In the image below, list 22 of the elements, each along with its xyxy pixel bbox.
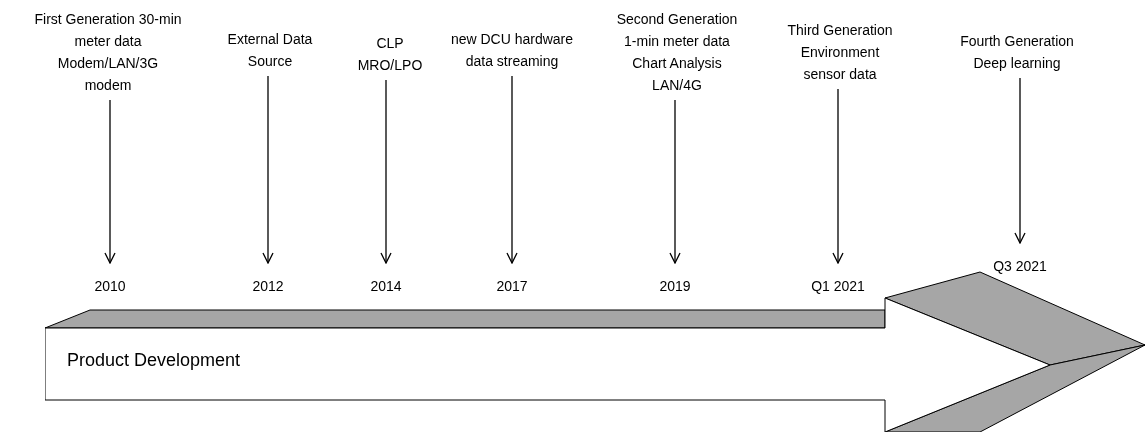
year-label: Q3 2021 [993,255,1047,277]
milestone-label: Fourth Generation Deep learning [952,30,1082,74]
arrow [1014,77,1026,244]
milestone-label: CLP MRO/LPO [355,32,425,76]
arrow [506,75,518,264]
year-label: 2010 [94,275,126,297]
milestone-label: First Generation 30-min meter data Modem/LAN/3G modem [33,8,183,96]
band-title: Product Development [67,350,241,371]
year-label: Q1 2021 [811,275,865,297]
milestone-label: new DCU hardware data streaming [437,28,587,72]
milestone-label: Second Generation 1-min meter data Chart Analysis LAN/4G [612,8,742,96]
year-label: 2017 [496,275,528,297]
milestone-label: Third Generation Environment sensor data [780,19,900,85]
arrow [104,99,116,264]
arrow [669,99,681,264]
arrow [262,75,274,264]
milestone-label: External Data Source [227,28,313,72]
year-label: 2014 [370,275,402,297]
year-label: 2019 [659,275,691,297]
arrow [832,88,844,264]
year-label: 2012 [252,275,284,297]
arrow [380,79,392,264]
